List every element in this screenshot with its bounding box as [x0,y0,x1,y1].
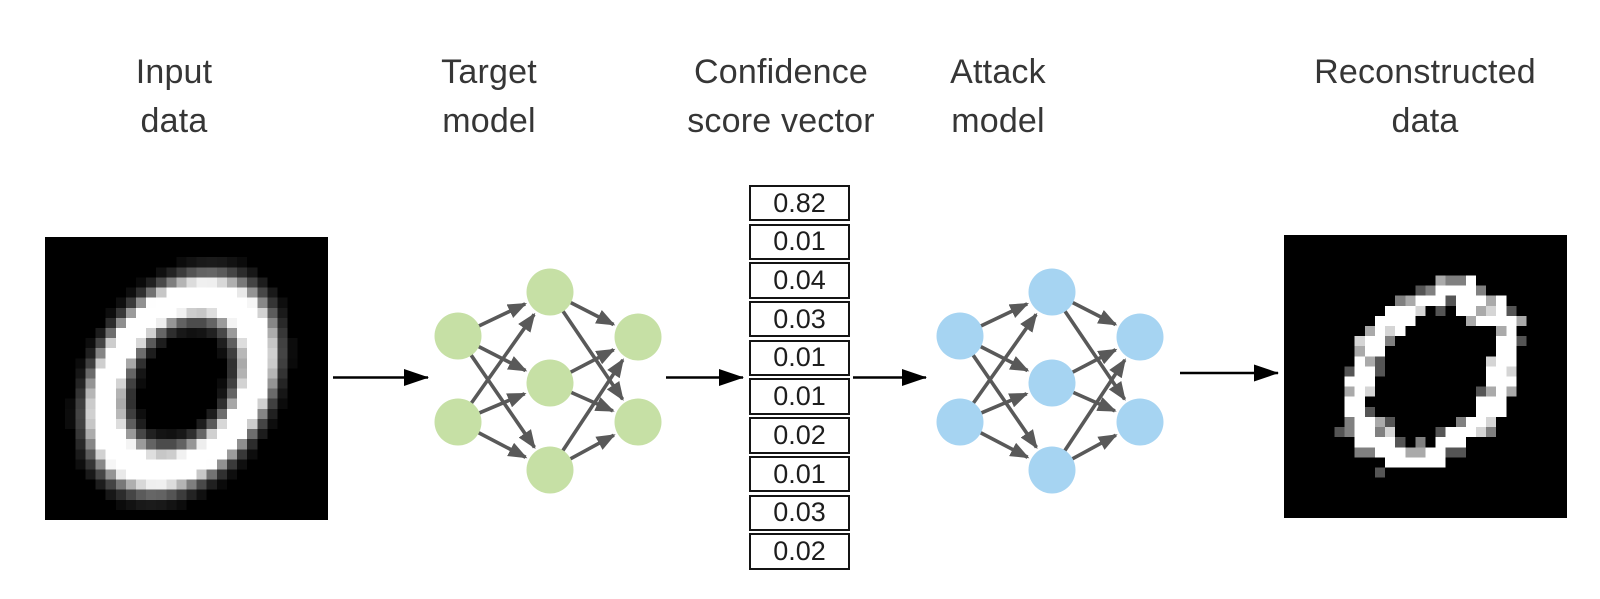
network-edge [469,312,536,405]
network-node [936,398,984,446]
network-node [1028,268,1076,316]
network-edge [568,433,616,461]
network-edge [979,302,1029,328]
network-edge [561,309,625,401]
header-reconstructed-data: Reconstructed data [1314,53,1536,140]
network-edge [569,348,616,375]
network-edge [971,353,1038,449]
network-node [936,312,984,360]
confidence-cell: 0.03 [749,301,850,338]
network-edge [979,430,1030,459]
network-node [614,398,662,446]
attack-model-network [936,268,1164,494]
confidence-cell: 0.01 [749,378,850,415]
header-input-data: Input data [135,53,213,140]
network-edge [1071,300,1118,327]
confidence-cell: 0.02 [749,533,850,570]
header-target-model: Target model [441,53,537,140]
confidence-cell: 0.82 [749,185,850,222]
network-edge [478,392,527,415]
network-edge [971,312,1038,405]
network-node [1116,313,1164,361]
confidence-cell: 0.04 [749,262,850,299]
network-node [526,268,574,316]
target-model-network [434,268,662,494]
header-confidence-score-vector: Confidence score vector [687,53,875,140]
network-edge [1063,309,1127,401]
network-node [434,312,482,360]
network-edge [477,302,527,328]
confidence-cell: 0.02 [749,417,850,454]
input-data-image [45,237,328,520]
network-node [526,446,574,494]
network-edge [980,392,1029,415]
network-node [434,398,482,446]
confidence-cell: 0.01 [749,339,850,377]
network-edge [469,353,536,449]
network-node [614,313,662,361]
network-edge [1070,433,1118,461]
header-attack-model: Attack model [950,53,1046,140]
reconstructed-data-image [1284,235,1567,518]
confidence-cell: 0.01 [749,455,850,493]
network-edge [560,358,625,453]
network-edge [569,390,615,413]
network-node [526,359,574,407]
network-edge [1071,348,1118,375]
network-edge [1071,390,1117,413]
network-node [1116,398,1164,446]
confidence-cell: 0.03 [749,494,850,531]
confidence-cell: 0.01 [749,223,850,261]
network-edge [1062,358,1127,453]
network-edge [477,430,528,459]
network-edge [569,300,616,327]
network-node [1028,446,1076,494]
network-node [1028,359,1076,407]
